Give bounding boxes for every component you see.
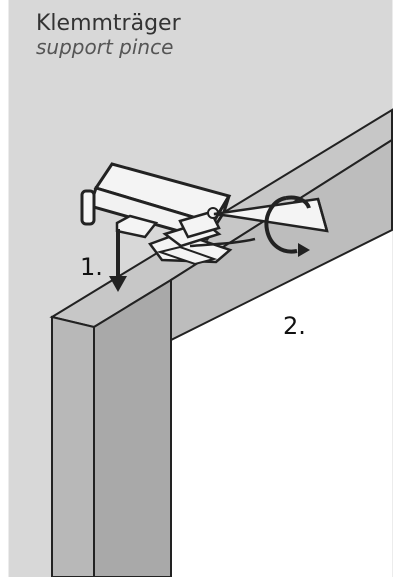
allen-key-icon xyxy=(213,197,329,233)
diagram-heading: Klemmträger support pince xyxy=(36,12,181,58)
down-arrow-icon xyxy=(109,229,127,292)
step-1-label: 1. xyxy=(80,253,103,281)
window-opening xyxy=(171,230,392,577)
step-2-label: 2. xyxy=(283,312,306,340)
diagram-subtitle: support pince xyxy=(36,35,174,60)
diagram-title: Klemmträger xyxy=(36,11,181,36)
rotation-arrow-icon xyxy=(264,195,311,257)
clamp-bracket xyxy=(80,162,256,266)
frame-left-front xyxy=(93,278,172,577)
frame-left-side xyxy=(51,315,95,577)
